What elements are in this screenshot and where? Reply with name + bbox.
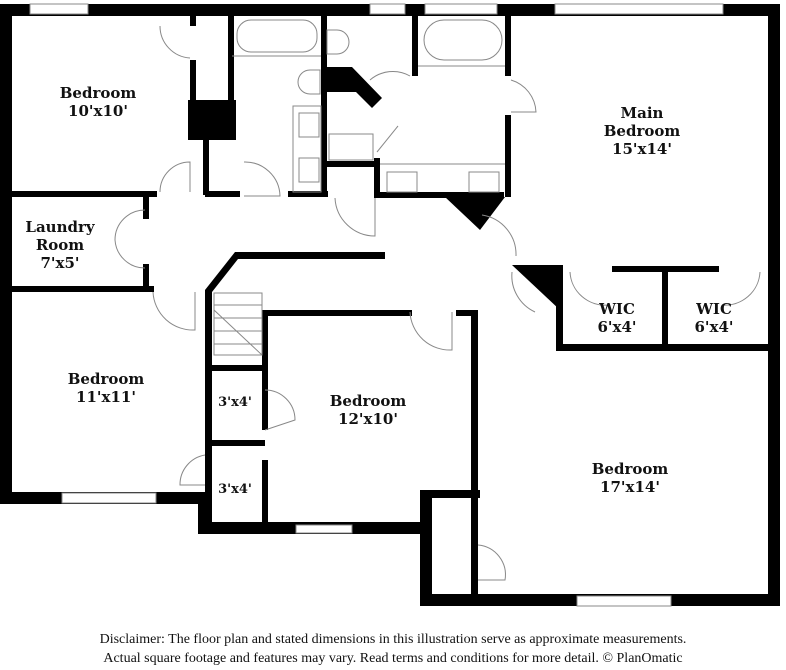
room-dims: 7'x5'	[40, 254, 80, 272]
toilet	[326, 29, 350, 55]
room-label-closet-2: 3'x4'	[218, 482, 252, 498]
room-name: Bedroom	[59, 84, 137, 102]
room-label-bedroom-nw: Bedroom 10'x10'	[60, 84, 137, 120]
door-swings	[114, 25, 761, 581]
room-dims: 12'x10'	[338, 410, 398, 428]
room-name-line1: Laundry	[25, 218, 95, 236]
room-dims: 3'x4'	[218, 482, 252, 497]
room-label-bedroom-se: Bedroom 17'x14'	[592, 460, 669, 496]
room-label-main-bedroom: Main Bedroom 15'x14'	[604, 104, 681, 158]
fixtures	[213, 19, 505, 356]
room-label-bedroom-w: Bedroom 11'x11'	[68, 370, 145, 406]
room-name-line2: Room	[35, 236, 85, 254]
toilet	[297, 69, 321, 95]
room-label-wic-2: WIC 6'x4'	[694, 300, 733, 336]
room-dims: 6'x4'	[597, 318, 637, 336]
room-name: WIC	[599, 300, 635, 318]
room-dims: 17'x14'	[600, 478, 660, 496]
shower	[328, 133, 374, 161]
room-dims: 6'x4'	[694, 318, 734, 336]
bathtub	[236, 19, 318, 53]
room-label-closet-1: 3'x4'	[218, 395, 252, 411]
room-name: Bedroom	[591, 460, 669, 478]
windows	[29, 3, 724, 607]
stairs	[213, 292, 263, 356]
room-name-line2: Bedroom	[603, 122, 681, 140]
vanity	[292, 105, 322, 193]
room-label-bedroom-c: Bedroom 12'x10'	[330, 392, 407, 428]
sink-icon	[468, 171, 500, 193]
room-name: Bedroom	[329, 392, 407, 410]
room-name: WIC	[696, 300, 732, 318]
disclaimer-line-2: Actual square footage and features may v…	[103, 651, 683, 666]
room-dims: 3'x4'	[218, 395, 252, 410]
room-name-line1: Main	[620, 104, 664, 122]
room-name: Bedroom	[67, 370, 145, 388]
freestanding-tub	[423, 19, 503, 61]
sink-icon	[298, 112, 320, 138]
room-dims: 10'x10'	[68, 102, 128, 120]
room-label-laundry: Laundry Room 7'x5'	[25, 218, 94, 272]
room-dims: 11'x11'	[76, 388, 136, 406]
room-dims: 15'x14'	[612, 140, 672, 158]
room-label-wic-1: WIC 6'x4'	[597, 300, 636, 336]
sink-icon	[386, 171, 418, 193]
disclaimer-line-1: Disclaimer: The floor plan and stated di…	[99, 632, 687, 647]
sink-icon	[298, 157, 320, 183]
